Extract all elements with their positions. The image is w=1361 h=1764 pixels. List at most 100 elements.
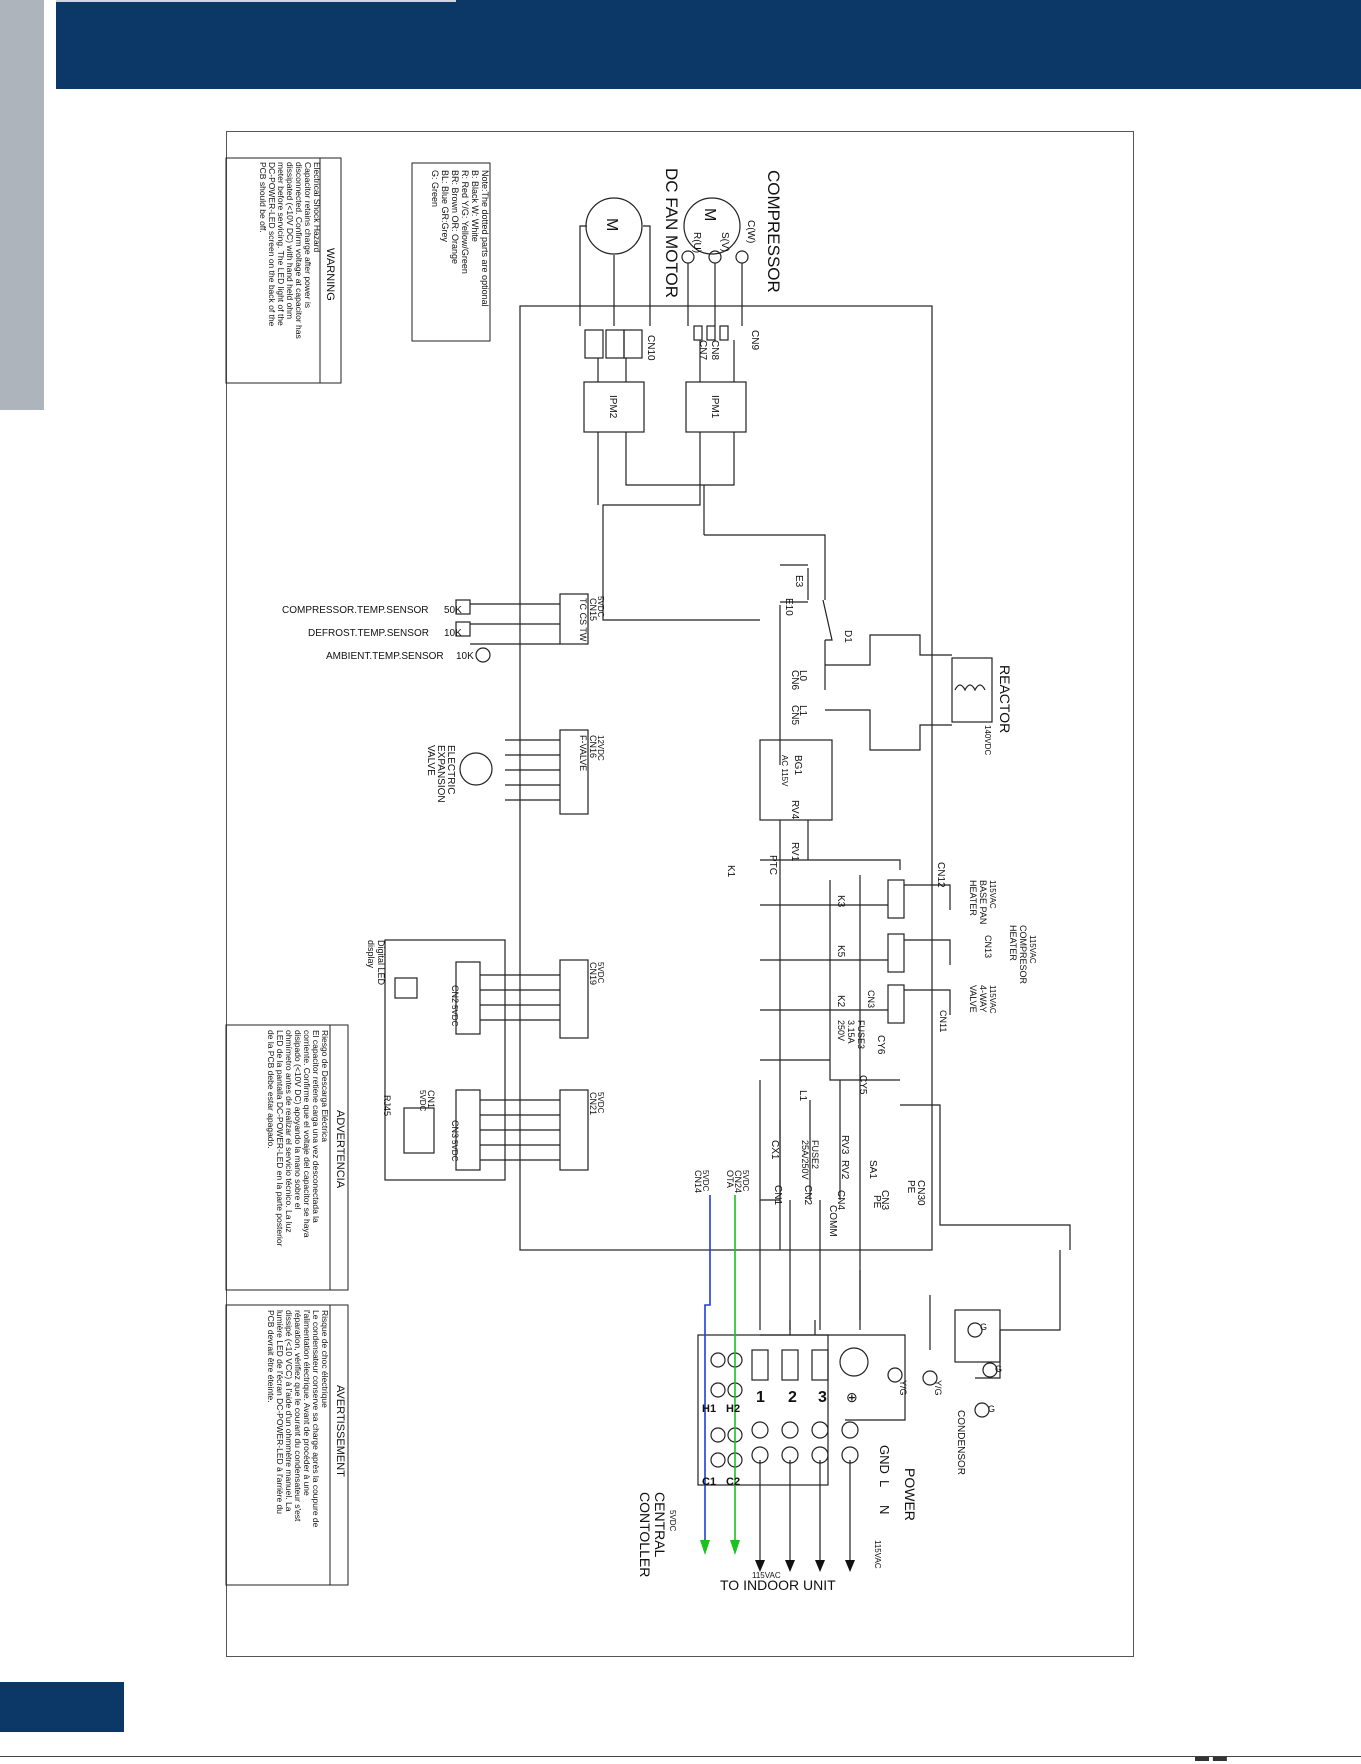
label-cn19: CN19 <box>588 962 598 985</box>
eev-label-2: EXPANSION <box>435 745 446 803</box>
label-cn3-pe: CN3 <box>879 1190 890 1210</box>
terminal-2-label: 2 <box>788 1389 797 1406</box>
label-fuse3: FUSE3 <box>856 1020 866 1049</box>
compressor-title: COMPRESSOR <box>764 170 783 293</box>
terminal-h2-label: H2 <box>726 1403 740 1415</box>
defrost-temp-sensor-label: DEFROST.TEMP.SENSOR <box>308 628 429 639</box>
label-cn16-fvalve: F-VALVE <box>578 735 588 771</box>
label-cn14: CN14 <box>693 1170 703 1193</box>
svg-text:l'alimentation électrique. Ava: l'alimentation électrique. Avant de proc… <box>302 1310 312 1496</box>
label-cn9: CN9 <box>749 330 760 350</box>
label-base-pan: BASE PAN <box>978 880 988 924</box>
eev-label-1: ELECTRIC <box>445 745 456 794</box>
label-cn10: CN10 <box>645 335 656 361</box>
condensor-g-1: G <box>980 1322 987 1332</box>
svg-text:Capacitor retains charge after: Capacitor retains charge after power is <box>303 162 313 308</box>
label-l0: L0 <box>797 670 808 682</box>
header-bar <box>56 0 1361 89</box>
label-4way: 4-WAY <box>978 985 988 1013</box>
svg-text:réparation, vérifiez que le co: réparation, vérifiez que le courant du c… <box>293 1310 303 1522</box>
label-ipm1: IPM1 <box>709 395 720 419</box>
power-label: POWER <box>902 1468 918 1521</box>
svg-text:Riesgo de Descarga Eléctrica: Riesgo de Descarga Eléctrica <box>320 1030 330 1142</box>
svg-text:AVERTISSEMENT: AVERTISSEMENT <box>334 1385 346 1477</box>
header-accent-line <box>56 0 456 2</box>
svg-text:meter before servicing. The L: meter before servicing. The LED light of… <box>276 162 286 326</box>
label-cn4: CN4 <box>835 1190 846 1210</box>
terminal-yg-label: Y/G <box>898 1380 908 1396</box>
bg1-box <box>759 739 833 821</box>
terminal-c1-label: C1 <box>702 1476 716 1488</box>
label-cn6: CN6 <box>789 670 800 690</box>
compressor-motor-symbol <box>683 197 741 255</box>
label-cn14-voltage: 5VDC <box>701 1170 710 1192</box>
to-indoor-unit-label: TO INDOOR UNIT <box>720 1577 836 1593</box>
pcb-outline <box>519 305 933 1251</box>
label-comp-heater-2: HEATER <box>1008 925 1018 961</box>
ambient-temp-sensor-resistance: 10K <box>456 651 474 662</box>
label-d1: D1 <box>842 630 853 643</box>
warning-english: WARNING Electrical Shock Hazard Capacito… <box>225 157 342 384</box>
svg-text:Risque de choc électrique: Risque de choc électrique <box>320 1310 330 1408</box>
defrost-temp-sensor-resistance: 10K <box>444 628 462 639</box>
label-rv4: RV4 <box>789 800 800 820</box>
svg-text:ohmímetro antes de realizar el: ohmímetro antes de realizar el servicio … <box>284 1030 294 1233</box>
reactor-box <box>951 657 993 723</box>
label-cy6: CY6 <box>875 1035 886 1055</box>
svg-text:Electrical Shock Hazard: Electrical Shock Hazard <box>312 162 322 253</box>
display-board <box>384 939 506 1181</box>
svg-text:B: Black W: White: B: Black W: White <box>470 170 480 242</box>
power-voltage-label: 115VAC <box>873 1540 882 1569</box>
label-cn16-voltage: 12VDC <box>596 735 605 761</box>
central-controller-label-2: CONTOLLER <box>637 1492 653 1577</box>
label-fuse2: FUSE2 <box>810 1140 820 1169</box>
compressor-temp-sensor-resistance: 50K <box>444 605 462 616</box>
label-rv1: RV1 <box>789 842 800 862</box>
fan-symbol-label: M <box>603 218 620 231</box>
label-base-pan-heater: HEATER <box>968 880 978 916</box>
ipm1-box <box>685 381 747 433</box>
label-cn21: CN21 <box>588 1092 598 1115</box>
footer-rule <box>0 1756 1361 1757</box>
label-rv2: RV2 <box>839 1160 850 1180</box>
central-controller-label: CENTRAL <box>652 1492 668 1558</box>
compressor-terminal-cw: C(W) <box>745 220 756 243</box>
label-cx1: CX1 <box>769 1140 780 1160</box>
label-reactor-voltage: 140VDC <box>983 725 992 755</box>
condensor-g-2: G <box>995 1364 1002 1374</box>
label-cn2: CN2 <box>450 985 460 1003</box>
label-cn16: CN16 <box>588 735 598 758</box>
terminal-yg-label-2: Y/G <box>933 1380 943 1396</box>
label-cn7: CN7 <box>697 340 708 360</box>
label-cn15-pins: TC CS TW <box>578 598 588 642</box>
svg-text:Note:The dotted parts are opti: Note:The dotted parts are optional <box>480 170 490 307</box>
label-cn30: CN30 <box>915 1180 926 1206</box>
label-cn3-relay: CN3 <box>866 990 876 1008</box>
terminal-gnd-label: GND <box>877 1445 892 1474</box>
compressor-terminal-ru: R(U) <box>691 232 702 253</box>
label-rv3: RV3 <box>839 1135 850 1155</box>
label-cn5: CN5 <box>789 705 800 725</box>
label-k3: K3 <box>835 895 846 908</box>
label-cn2-voltage: 5VDC <box>450 1005 459 1027</box>
terminal-1-label: 1 <box>756 1389 765 1406</box>
label-comp-heater: COMPRESOR <box>1018 925 1028 985</box>
label-l1-choke: L1 <box>797 1090 808 1102</box>
label-cn24-ota: OTA <box>725 1170 735 1188</box>
label-ipm2: IPM2 <box>607 395 618 419</box>
terminal-l-label: L <box>877 1480 892 1487</box>
label-reactor: REACTOR <box>997 665 1013 733</box>
label-fuse2-rating: 25A/250V <box>800 1140 810 1180</box>
warning-spanish: ADVERTENCIA Riesgo de Descarga Eléctrica… <box>225 1024 349 1291</box>
label-4way-voltage: 115VAC <box>988 985 997 1014</box>
label-l1: L1 <box>797 705 808 717</box>
central-controller-voltage: 5VDC <box>668 1510 677 1532</box>
terminal-h1-label: H1 <box>702 1403 716 1415</box>
label-cn15: CN15 <box>588 598 598 621</box>
footer-mark: ▬ ▬ <box>1195 1748 1227 1764</box>
eev-label-3: VALVE <box>425 745 436 776</box>
svg-text:El capacitor retiene carga una: El capacitor retiene carga una vez desco… <box>311 1030 321 1223</box>
label-k1: K1 <box>725 865 736 878</box>
fan-title: DC FAN MOTOR <box>662 168 681 298</box>
label-ptc: PTC <box>767 855 778 875</box>
